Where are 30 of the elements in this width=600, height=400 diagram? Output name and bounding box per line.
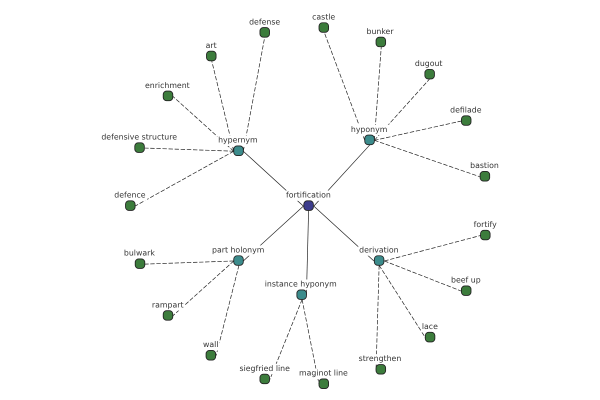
connector (172, 260, 234, 316)
connector (384, 260, 462, 292)
node-label: defilade (450, 106, 482, 114)
node-label: dugout (414, 59, 442, 68)
node-label: bastion (470, 161, 498, 170)
node-label: defense (248, 17, 280, 26)
connector (210, 60, 234, 152)
node-label: castle (312, 12, 335, 22)
connector (269, 299, 302, 380)
connector (374, 78, 430, 141)
connector (306, 210, 308, 296)
node-label: enrichment (144, 80, 190, 90)
connector (144, 260, 234, 264)
connector (172, 96, 234, 152)
connector (134, 150, 234, 206)
connector (215, 264, 239, 356)
node-label: defensive structure (100, 132, 177, 142)
node-label: beef up (450, 276, 480, 285)
connector (374, 46, 382, 141)
node-label: bulwark (123, 248, 154, 258)
connector (374, 140, 480, 177)
connector (378, 264, 426, 338)
connector (323, 32, 365, 141)
connector (374, 120, 462, 141)
connector (144, 148, 234, 152)
connector (242, 36, 265, 152)
node-label: art (205, 40, 216, 50)
connector (384, 235, 480, 262)
node-label: fortify (473, 220, 496, 229)
node-label: bunker (366, 26, 394, 36)
